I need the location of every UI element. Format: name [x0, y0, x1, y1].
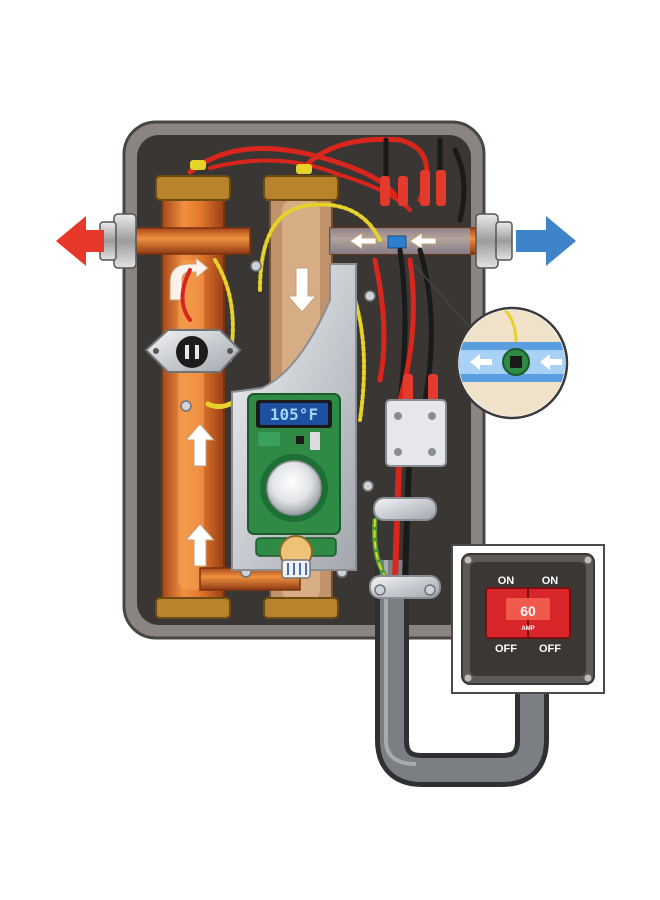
flow-sensor-icon: [411, 261, 569, 420]
temperature-knob: [266, 460, 322, 516]
lcd-screen: [260, 403, 328, 425]
flow-arrows: [169, 232, 437, 567]
relay-coil: [255, 535, 337, 579]
breaker-unit: AMP: [521, 626, 534, 632]
thermostat-icon: [144, 329, 242, 373]
breaker-off-left-label: OFF: [495, 643, 517, 655]
breaker-off-right-label: OFF: [539, 643, 561, 655]
circuit-board: [247, 393, 341, 535]
temperature-display: 105°F: [270, 405, 318, 424]
circuit-breaker-icon: [451, 544, 605, 694]
breaker-on-right-label: ON: [542, 575, 559, 587]
hot-water-out-arrow: [56, 216, 104, 266]
cold-water-in-arrow: [516, 216, 576, 266]
breaker-rating: 60: [520, 603, 536, 619]
cable-clamp: [373, 497, 437, 521]
breaker-on-left-label: ON: [498, 575, 515, 587]
terminal-block: [385, 399, 447, 467]
conduit-clamp: [369, 575, 441, 599]
electrical-conduit: [375, 560, 549, 787]
wire-connectors: [190, 160, 446, 402]
outlet-pipe: [99, 213, 251, 269]
